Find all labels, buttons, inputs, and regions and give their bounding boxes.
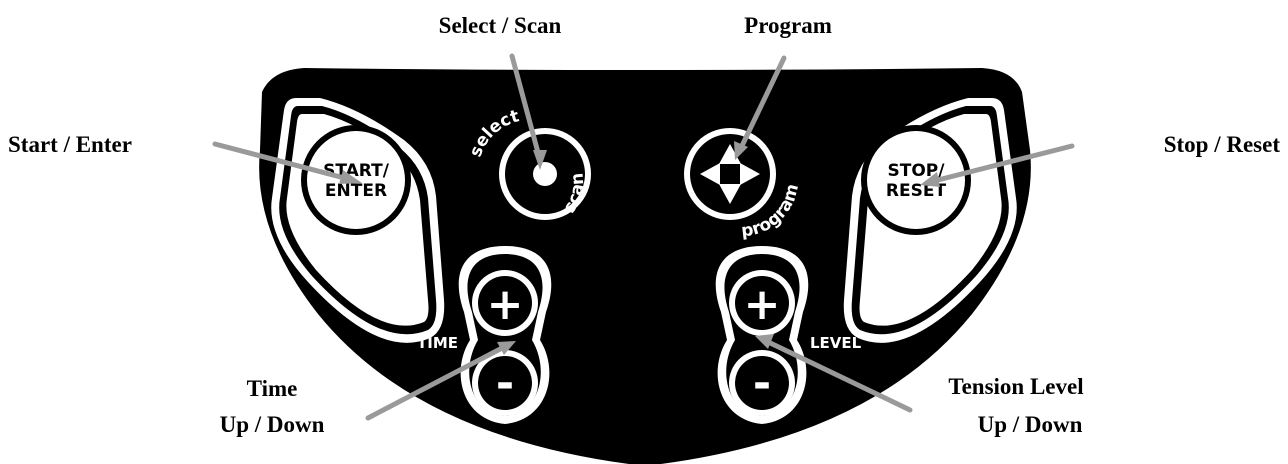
select-scan-button[interactable]: [499, 128, 591, 220]
plus-icon: +: [744, 279, 781, 330]
level-plus-button[interactable]: +: [729, 270, 795, 336]
time-arrowhead: [497, 341, 516, 355]
stop-arrow: [927, 143, 1075, 185]
callout-select-scan: Select / Scan: [439, 13, 562, 38]
callout-stop-reset: Stop / Reset: [1164, 132, 1281, 157]
program-button[interactable]: [684, 128, 776, 220]
select-dot-icon: [533, 162, 557, 186]
time-plus-button[interactable]: +: [472, 270, 538, 336]
console-panel: [259, 68, 1031, 464]
callout-time-1: Time: [247, 376, 298, 401]
level-label: LEVEL: [810, 334, 862, 352]
arrow-right-icon: [740, 163, 760, 185]
stop-reset-button[interactable]: STOP/ RESET: [861, 125, 971, 235]
minus-icon: -: [753, 358, 771, 409]
callout-tension-2: Up / Down: [978, 412, 1083, 437]
plus-icon: +: [487, 279, 524, 330]
time-label: TIME: [417, 334, 458, 352]
level-arrowhead: [755, 334, 774, 349]
start-label-2: ENTER: [325, 181, 387, 201]
stop-arrowhead: [920, 172, 940, 187]
time-arrow: [365, 342, 511, 421]
callout-arrowheads: [339, 141, 940, 355]
arrow-left-icon: [700, 163, 720, 185]
level-minus-button[interactable]: -: [729, 350, 795, 416]
arrow-down-icon: [719, 184, 741, 204]
start-label-1: START/: [323, 161, 390, 181]
select-arrow: [509, 53, 543, 163]
minus-icon: -: [496, 358, 514, 409]
start-arrow: [212, 141, 355, 183]
program-arrowhead: [734, 141, 748, 160]
callout-time-2: Up / Down: [220, 412, 325, 437]
callout-arrows: [212, 53, 1075, 421]
callout-tension-1: Tension Level: [948, 374, 1083, 399]
program-arrow: [737, 55, 787, 153]
select-arrowhead: [533, 150, 547, 170]
level-arrow: [761, 337, 913, 413]
callout-program: Program: [744, 13, 832, 38]
callout-start-enter: Start / Enter: [8, 132, 132, 157]
start-arrowhead: [339, 170, 362, 184]
time-minus-button[interactable]: -: [472, 350, 538, 416]
stop-label-1: STOP/: [888, 161, 946, 181]
